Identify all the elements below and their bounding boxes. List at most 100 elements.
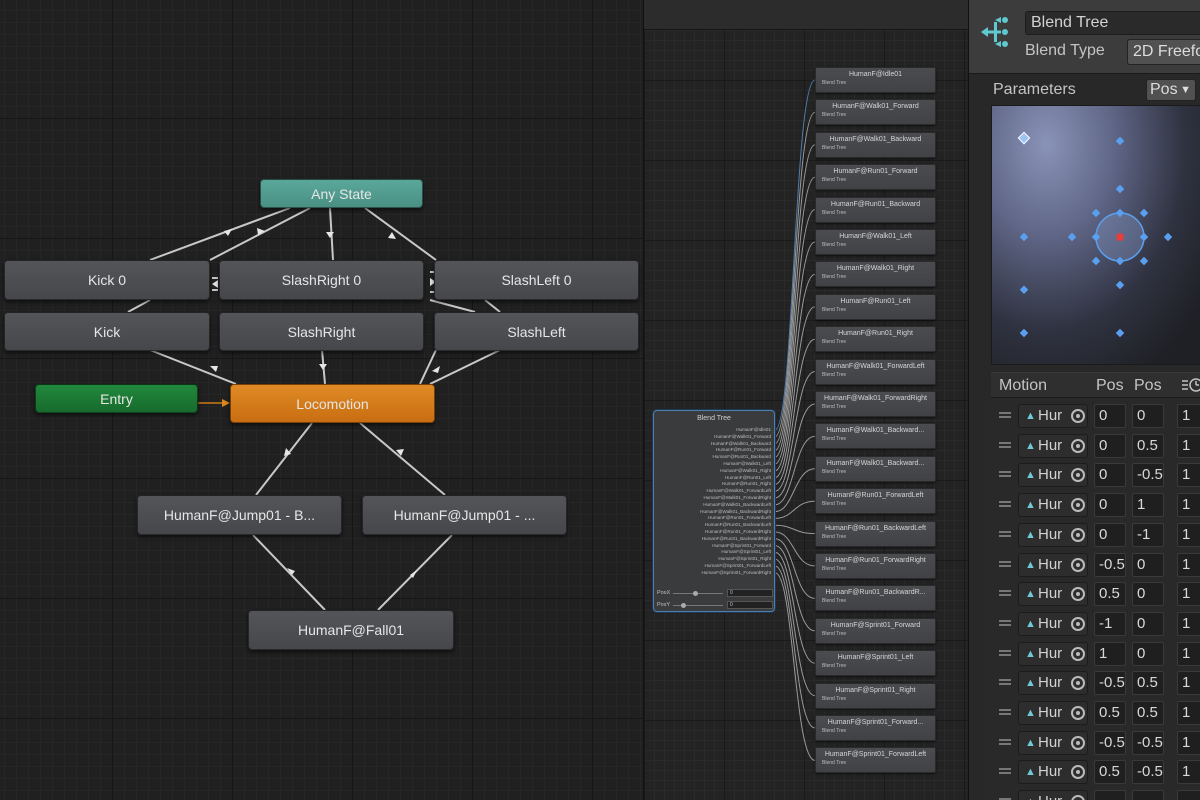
pos-y-field[interactable]: [1132, 790, 1164, 800]
param-posx[interactable]: PosX 0: [657, 588, 773, 598]
motion-field[interactable]: ▲Hur: [1018, 552, 1088, 577]
time-scale-field[interactable]: [1177, 790, 1200, 800]
motion-point[interactable]: [1139, 208, 1149, 218]
time-scale-field[interactable]: 1: [1177, 760, 1200, 785]
object-picker-icon[interactable]: [1071, 706, 1085, 720]
state-slashright-0[interactable]: SlashRight 0: [219, 260, 424, 300]
object-picker-icon[interactable]: [1071, 795, 1085, 800]
time-scale-field[interactable]: 1: [1177, 463, 1200, 488]
state-kick-0[interactable]: Kick 0: [4, 260, 210, 300]
motion-field[interactable]: ▲Hur: [1018, 790, 1088, 800]
pos-x-field[interactable]: -0.5: [1094, 671, 1126, 696]
drag-handle-icon[interactable]: [999, 471, 1011, 478]
drag-handle-icon[interactable]: [999, 679, 1011, 686]
current-parameter-point[interactable]: [1116, 233, 1124, 241]
pos-x-field[interactable]: -1: [1094, 611, 1126, 636]
object-picker-icon[interactable]: [1071, 468, 1085, 483]
pos-x-field[interactable]: 0: [1094, 493, 1126, 518]
drag-handle-icon[interactable]: [999, 709, 1011, 715]
pos-y-field[interactable]: -1: [1132, 522, 1164, 547]
state-fall[interactable]: HumanF@Fall01: [248, 610, 454, 650]
param-posy[interactable]: PosY 0: [657, 600, 773, 610]
motion-point[interactable]: [1091, 256, 1101, 266]
time-scale-field[interactable]: 1: [1177, 493, 1200, 518]
object-picker-icon[interactable]: [1071, 498, 1085, 513]
state-slashleft[interactable]: SlashLeft: [434, 312, 639, 351]
object-picker-icon[interactable]: [1071, 409, 1085, 423]
motion-field[interactable]: ▲Hur: [1018, 404, 1088, 428]
motion-field[interactable]: ▲Hur: [1018, 701, 1088, 725]
motion-field[interactable]: ▲Hur: [1018, 463, 1088, 488]
pos-y-field[interactable]: 0: [1132, 582, 1164, 607]
time-scale-field[interactable]: 1: [1177, 522, 1200, 547]
pos-y-field[interactable]: -0.5: [1132, 760, 1164, 785]
state-entry[interactable]: Entry: [35, 384, 198, 413]
motion-point[interactable]: [1115, 184, 1125, 194]
pos-y-field[interactable]: 0.5: [1132, 671, 1164, 696]
drag-handle-icon[interactable]: [999, 798, 1011, 800]
motion-field[interactable]: ▲Hur: [1018, 582, 1088, 607]
drag-handle-icon[interactable]: [999, 501, 1011, 508]
pos-y-field[interactable]: 0.5: [1132, 701, 1164, 725]
state-slashright[interactable]: SlashRight: [219, 312, 424, 351]
motion-field[interactable]: ▲Hur: [1018, 433, 1088, 458]
clip-node[interactable]: HumanF@Run01_BackwardR...Blend Tree: [815, 585, 936, 612]
time-scale-field[interactable]: 1: [1177, 433, 1200, 458]
parameters-dropdown[interactable]: Pos ▼: [1146, 79, 1196, 101]
motion-field[interactable]: ▲Hur: [1018, 493, 1088, 518]
param-posx-value[interactable]: 0: [727, 589, 773, 597]
selected-motion-point[interactable]: [1017, 131, 1031, 145]
pos-y-field[interactable]: -0.5: [1132, 730, 1164, 755]
clip-node[interactable]: HumanF@Walk01_Backward...Blend Tree: [815, 423, 936, 450]
pos-y-field[interactable]: 0: [1132, 611, 1164, 636]
state-kick[interactable]: Kick: [4, 312, 210, 351]
motion-point[interactable]: [1115, 280, 1125, 290]
blend-space-preview[interactable]: [991, 105, 1200, 365]
object-picker-icon[interactable]: [1071, 527, 1085, 542]
blend-tree-name-field[interactable]: Blend Tree: [1025, 11, 1200, 35]
pos-x-field[interactable]: -0.5: [1094, 730, 1126, 755]
pos-y-field[interactable]: 0: [1132, 641, 1164, 666]
state-jump[interactable]: HumanF@Jump01 - ...: [362, 495, 567, 535]
object-picker-icon[interactable]: [1071, 735, 1085, 750]
object-picker-icon[interactable]: [1071, 676, 1085, 691]
pos-x-field[interactable]: 0.5: [1094, 760, 1126, 785]
param-posy-value[interactable]: 0: [727, 601, 773, 609]
motion-point[interactable]: [1115, 328, 1125, 338]
pos-x-field[interactable]: 0: [1094, 433, 1126, 458]
clip-node[interactable]: HumanF@Sprint01_Forward...Blend Tree: [815, 715, 936, 741]
motion-field[interactable]: ▲Hur: [1018, 611, 1088, 636]
param-posx-slider[interactable]: [673, 590, 723, 596]
pos-x-field[interactable]: 0.5: [1094, 701, 1126, 725]
clip-node[interactable]: HumanF@Walk01_Backward...Blend Tree: [815, 455, 936, 482]
object-picker-icon[interactable]: [1071, 646, 1085, 661]
blend-type-dropdown[interactable]: 2D Freefo: [1127, 39, 1200, 65]
drag-handle-icon[interactable]: [999, 649, 1011, 656]
time-scale-field[interactable]: 1: [1177, 404, 1200, 428]
drag-handle-icon[interactable]: [999, 738, 1011, 745]
pos-x-field[interactable]: 1: [1094, 641, 1126, 666]
motion-point[interactable]: [1139, 256, 1149, 266]
drag-handle-icon[interactable]: [999, 530, 1011, 537]
drag-handle-icon[interactable]: [999, 590, 1011, 597]
motion-field[interactable]: ▲Hur: [1018, 730, 1088, 755]
